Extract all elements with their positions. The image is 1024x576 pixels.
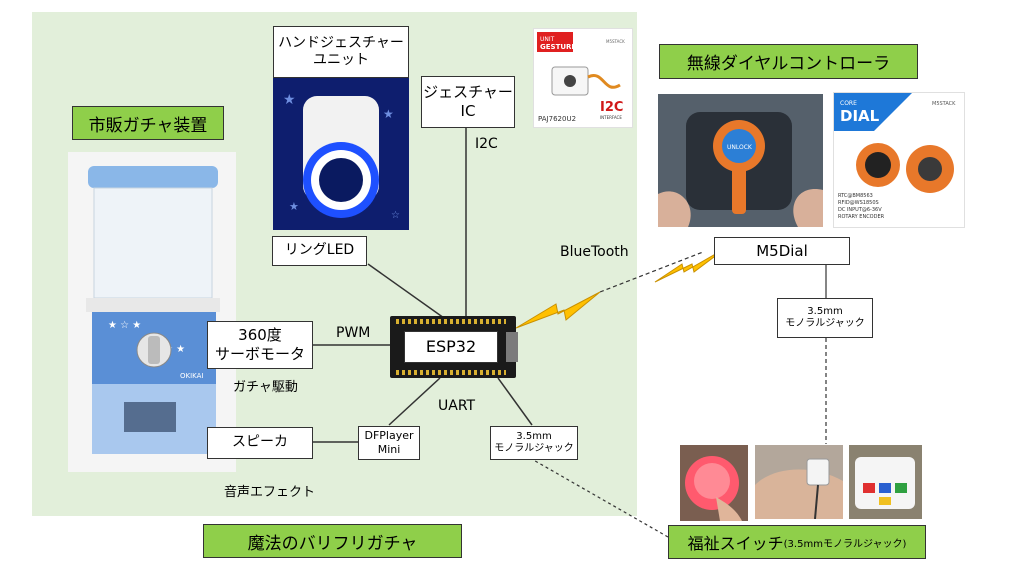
- switch-red-drawing: [680, 445, 748, 521]
- wireless-dial-label-box: 無線ダイヤルコントローラ: [659, 44, 918, 79]
- svg-text:☆: ☆: [391, 210, 400, 221]
- title-box: 魔法のバリフリガチャ: [203, 524, 462, 558]
- gesture-sensor-drawing: UNIT GESTURE M5STACK I2C INTERFACE PAJ76…: [537, 32, 625, 123]
- hand-gesture-label-box: ハンドジェスチャー ユニット: [273, 26, 409, 78]
- line-uart: [388, 377, 441, 426]
- vending-machine-image: ★ ☆ ★ ☆ ★ OKIKAI: [68, 152, 236, 472]
- dfplayer-box: DFPlayer Mini: [358, 426, 420, 460]
- dial-maker: M5STACK: [932, 101, 956, 107]
- welfare-switch-label: 福祉スイッチ: [687, 534, 784, 553]
- gacha-drive-label: ガチャ駆動: [233, 380, 298, 395]
- m5dial-box: M5Dial: [714, 237, 850, 265]
- hand-gesture-drawing: ★ ★ ★ ☆: [283, 92, 400, 221]
- svg-text:☆ ★: ☆ ★: [164, 344, 185, 355]
- gesture-unit-name: GESTURE: [540, 43, 576, 51]
- m5dial-product-drawing: CORE DIAL M5STACK RTC@BM8563 RFID@WS1850…: [834, 93, 956, 220]
- esp32-board: [390, 316, 518, 378]
- dial-name: DIAL: [840, 107, 880, 125]
- switch-photo-box: [849, 445, 922, 519]
- ring-led-box: リングLED: [272, 236, 367, 266]
- switch-photo-hand: [755, 445, 843, 519]
- switch-box-drawing: [849, 445, 922, 519]
- esp32-label-box: ESP32: [404, 331, 498, 363]
- page-title: 魔法のバリフリガチャ: [247, 533, 418, 554]
- dial-screen: UNLOCK: [727, 144, 753, 151]
- dial-spec-2: RFID@WS1850S: [838, 200, 879, 206]
- jack-left-label: 3.5mm モノラルジャック: [494, 430, 574, 455]
- m5dial-product-image: CORE DIAL M5STACK RTC@BM8563 RFID@WS1850…: [833, 92, 965, 228]
- esp32-pins-top: [396, 319, 506, 324]
- switch-hand-drawing: [755, 445, 843, 519]
- switch-photo-red: [680, 445, 748, 521]
- vending-brand: OKIKAI: [180, 372, 204, 380]
- bluetooth-label: BlueTooth: [560, 244, 629, 260]
- jack-right-box: 3.5mm モノラルジャック: [777, 298, 873, 338]
- line-jack-left-switch: [529, 457, 669, 538]
- servo-box: 360度 サーボモータ: [207, 321, 313, 369]
- gesture-sensor-image: UNIT GESTURE M5STACK I2C INTERFACE PAJ76…: [533, 28, 633, 128]
- pwm-label: PWM: [336, 325, 371, 341]
- ring-led-label: リングLED: [284, 242, 355, 259]
- speaker-box: スピーカ: [207, 427, 313, 459]
- line-jack-left: [497, 377, 533, 426]
- esp32-label: ESP32: [425, 337, 477, 356]
- esp32-pins-bottom: [396, 370, 506, 375]
- vending-label: 市販ガチャ装置: [88, 115, 208, 136]
- dial-spec-3: DC INPUT@6-36V: [838, 207, 882, 213]
- gesture-unit-brand: UNIT: [540, 36, 555, 43]
- i2c-label: I2C: [475, 136, 498, 152]
- welfare-switch-sublabel: (3.5mmモノラルジャック): [783, 538, 907, 550]
- speaker-label: スピーカ: [232, 434, 288, 451]
- lightning-left: [515, 291, 601, 329]
- vending-machine-drawing: ★ ☆ ★ ☆ ★ OKIKAI: [86, 166, 220, 454]
- m5dial-hand-drawing: UNLOCK: [658, 94, 823, 227]
- line-bt-dashed: [599, 251, 704, 293]
- gesture-ic-label: ジェスチャー IC: [423, 83, 513, 120]
- svg-text:★ ☆ ★: ★ ☆ ★: [108, 320, 141, 331]
- dial-spec-1: RTC@BM8563: [838, 193, 873, 199]
- gesture-bus-sub: INTERFACE: [600, 115, 622, 120]
- gesture-bus: I2C: [600, 100, 623, 115]
- servo-label: 360度 サーボモータ: [214, 326, 305, 363]
- svg-text:★: ★: [383, 107, 394, 121]
- svg-text:★: ★: [283, 92, 296, 108]
- m5dial-hand-image: UNLOCK: [658, 94, 823, 227]
- wireless-dial-label: 無線ダイヤルコントローラ: [686, 54, 891, 74]
- esp32-connector: [506, 332, 518, 362]
- hand-gesture-label: ハンドジェスチャー ユニット: [278, 34, 404, 69]
- uart-label: UART: [438, 398, 476, 414]
- m5dial-label: M5Dial: [756, 241, 808, 260]
- vending-label-box: 市販ガチャ装置: [72, 106, 224, 140]
- jack-left-box: 3.5mm モノラルジャック: [490, 426, 578, 460]
- jack-right-label: 3.5mm モノラルジャック: [785, 305, 865, 330]
- gesture-maker: M5STACK: [606, 39, 625, 44]
- gesture-chip: PAJ7620U2: [538, 115, 576, 123]
- line-ring-led: [367, 263, 445, 319]
- dial-spec-4: ROTARY ENCODER: [838, 214, 885, 220]
- gesture-ic-box: ジェスチャー IC: [421, 76, 515, 128]
- hand-gesture-image: ★ ★ ★ ☆: [273, 78, 409, 230]
- svg-text:★: ★: [289, 200, 299, 213]
- dfplayer-label: DFPlayer Mini: [364, 429, 414, 456]
- welfare-switch-label-box: 福祉スイッチ (3.5mmモノラルジャック): [668, 525, 926, 559]
- dial-brand: CORE: [840, 100, 857, 107]
- sound-effect-label: 音声エフェクト: [224, 485, 316, 500]
